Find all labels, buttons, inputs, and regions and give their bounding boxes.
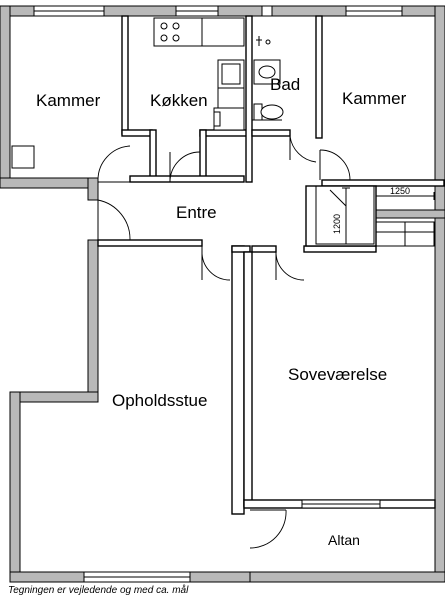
room-label-sovevaerelse: Soveværelse <box>288 365 387 384</box>
misc-fixtures <box>11 145 375 244</box>
dimension-label-height: 1200 <box>332 214 342 234</box>
bathroom-fixtures <box>253 36 284 121</box>
room-label-bad: Bad <box>270 75 300 94</box>
bath-sink-icon <box>253 59 281 85</box>
room-label-kammer-right: Kammer <box>342 89 407 108</box>
room-label-kokken: Køkken <box>150 91 208 110</box>
dimension-label-width: 1250 <box>390 186 410 196</box>
kitchen-fixtures <box>153 17 245 131</box>
room-label-entre: Entre <box>176 203 217 222</box>
doors <box>97 119 351 549</box>
room-label-kammer-left: Kammer <box>36 91 101 110</box>
chimney-square <box>11 145 35 169</box>
window-bad <box>261 5 273 17</box>
room-label-opholdsstue: Opholdsstue <box>112 391 207 410</box>
dimension-lines <box>342 187 435 245</box>
stove-icon <box>153 17 203 47</box>
windows <box>33 5 403 583</box>
room-label-altan: Altan <box>328 532 360 548</box>
caption: Tegningen er vejledende og med ca. mål <box>8 584 189 596</box>
